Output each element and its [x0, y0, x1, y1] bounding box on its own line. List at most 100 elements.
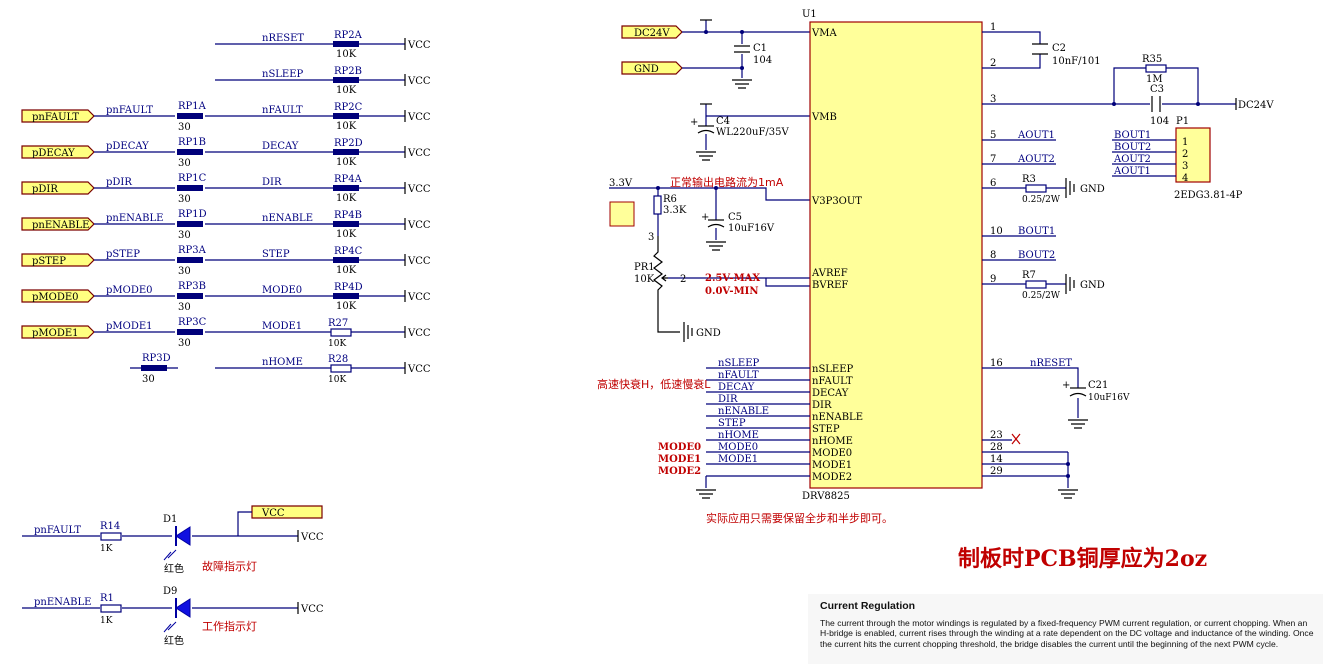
- port-pdecay[interactable]: pDECAY: [21, 145, 95, 159]
- value-label: 30: [178, 230, 191, 241]
- net-label: DECAY: [718, 382, 755, 393]
- pin-label: BVREF: [812, 280, 848, 291]
- gnd-label: GND: [1080, 280, 1105, 291]
- net-label: pSTEP: [106, 249, 140, 260]
- pin-number: 3: [990, 94, 996, 105]
- vcc-label: VCC: [407, 220, 431, 231]
- pin-label: STEP: [812, 424, 840, 435]
- color-label: 红色: [164, 634, 184, 647]
- part-label: 2EDG3.81-4P: [1174, 190, 1243, 201]
- port-pstep[interactable]: pSTEP: [21, 253, 95, 267]
- port-pnenable[interactable]: pnENABLE: [21, 217, 95, 231]
- junction: [1066, 462, 1070, 466]
- ref-label: RP3C: [178, 317, 207, 328]
- ref-label: RP1D: [178, 209, 207, 220]
- power-wires: [682, 20, 810, 78]
- pin-number: 6: [990, 178, 996, 189]
- ref-label: RP1C: [178, 173, 207, 184]
- vref-wire: [668, 277, 810, 287]
- min-label: 0.0V-MIN: [705, 286, 758, 297]
- port-label: pnFAULT: [32, 112, 79, 123]
- net-label: BOUT2: [1114, 142, 1151, 153]
- pin-number: 1: [990, 22, 996, 33]
- pin-number: 1: [1182, 137, 1188, 148]
- capacitor-curve: [707, 223, 725, 228]
- net-label: nSLEEP: [262, 69, 304, 80]
- placeholder-box: [609, 201, 635, 227]
- value-label: 10K: [336, 193, 357, 204]
- vcc-port[interactable]: [251, 505, 323, 519]
- port-label: pnENABLE: [32, 220, 89, 231]
- net-label: AOUT1: [1017, 130, 1055, 141]
- net-label: AOUT2: [1017, 154, 1055, 165]
- pin-label: VMA: [811, 28, 837, 39]
- connector-wires: [1112, 139, 1176, 177]
- bout-wires: [982, 235, 1056, 261]
- value-label: WL220uF/35V: [716, 127, 789, 138]
- led-description: 故障指示灯: [202, 559, 257, 573]
- ref-label: R27: [328, 318, 348, 329]
- net-label: nFAULT: [718, 370, 759, 381]
- net-label: MODE0: [262, 285, 302, 296]
- junction: [1066, 474, 1070, 478]
- resistor-pack: [333, 221, 359, 227]
- resistor-pack: [177, 329, 203, 335]
- resistor: [1025, 280, 1047, 289]
- value-label: 30: [178, 302, 191, 313]
- c2-wires: [982, 31, 1041, 69]
- value-label: 10K: [336, 229, 357, 240]
- capacitor: [1151, 96, 1161, 112]
- resistor-pack: [177, 149, 203, 155]
- pin-number: 23: [990, 430, 1003, 441]
- connector-p1: P1 2EDG3.81-4P 1 2 3 4 BOUT1 BOUT2 AOUT2…: [1112, 116, 1243, 201]
- value-label: 1K: [100, 544, 113, 554]
- no-connect-icon: [1011, 433, 1021, 445]
- junction: [1196, 102, 1200, 106]
- ref-label: C3: [1150, 84, 1164, 95]
- chip-ref: U1: [802, 9, 817, 20]
- value-label: 10K: [336, 265, 357, 276]
- vcc-label: VCC: [407, 328, 431, 339]
- port-pmode0[interactable]: pMODE0: [21, 289, 95, 303]
- chip-part: DRV8825: [802, 491, 850, 502]
- resistor-pack: [333, 41, 359, 47]
- ref-label: R6: [663, 194, 677, 205]
- port-pmode1[interactable]: pMODE1: [21, 325, 95, 339]
- ref-label: PR1: [634, 262, 655, 273]
- light-arrows-icon: [163, 621, 177, 633]
- color-label: 红色: [164, 562, 184, 575]
- resistor-pack: [333, 113, 359, 119]
- value-label: 10K: [336, 85, 357, 96]
- value-label: 30: [178, 122, 191, 133]
- net-label: BOUT1: [1018, 226, 1055, 237]
- net-label: nRESET: [1030, 358, 1072, 369]
- pin-number: 3: [648, 232, 654, 243]
- ref-label: RP4D: [334, 282, 363, 293]
- pin-label: nENABLE: [812, 412, 863, 423]
- gnd-port[interactable]: [621, 61, 683, 75]
- net-label: DIR: [262, 177, 282, 188]
- resistor: [653, 195, 662, 215]
- gnd-symbol: [696, 151, 716, 161]
- net-label: MODE0: [718, 442, 758, 453]
- net-label: MODE1: [262, 321, 302, 332]
- vcc-label: VCC: [407, 76, 431, 87]
- decay-note: 高速快衰H，低速慢衰L: [597, 377, 711, 391]
- pin-number: 14: [990, 454, 1003, 465]
- led-diode-icon: [175, 526, 191, 546]
- ref-label: RP4A: [334, 174, 363, 185]
- junction: [740, 66, 744, 70]
- light-arrows-icon: [163, 549, 177, 561]
- resistor-pack: [177, 185, 203, 191]
- net-label: nRESET: [262, 33, 304, 44]
- port-label: pMODE0: [32, 292, 79, 303]
- nreset-wire: [982, 367, 1079, 418]
- port-label: pMODE1: [32, 328, 79, 339]
- pin-number: 8: [990, 250, 996, 261]
- pin-label: DIR: [812, 400, 832, 411]
- dc24v-port[interactable]: [621, 25, 683, 39]
- ref-label: C2: [1052, 43, 1066, 54]
- port-pdir[interactable]: pDIR: [21, 181, 95, 195]
- port-pnfault[interactable]: pnFAULT: [21, 109, 95, 123]
- capacitor: [734, 45, 750, 53]
